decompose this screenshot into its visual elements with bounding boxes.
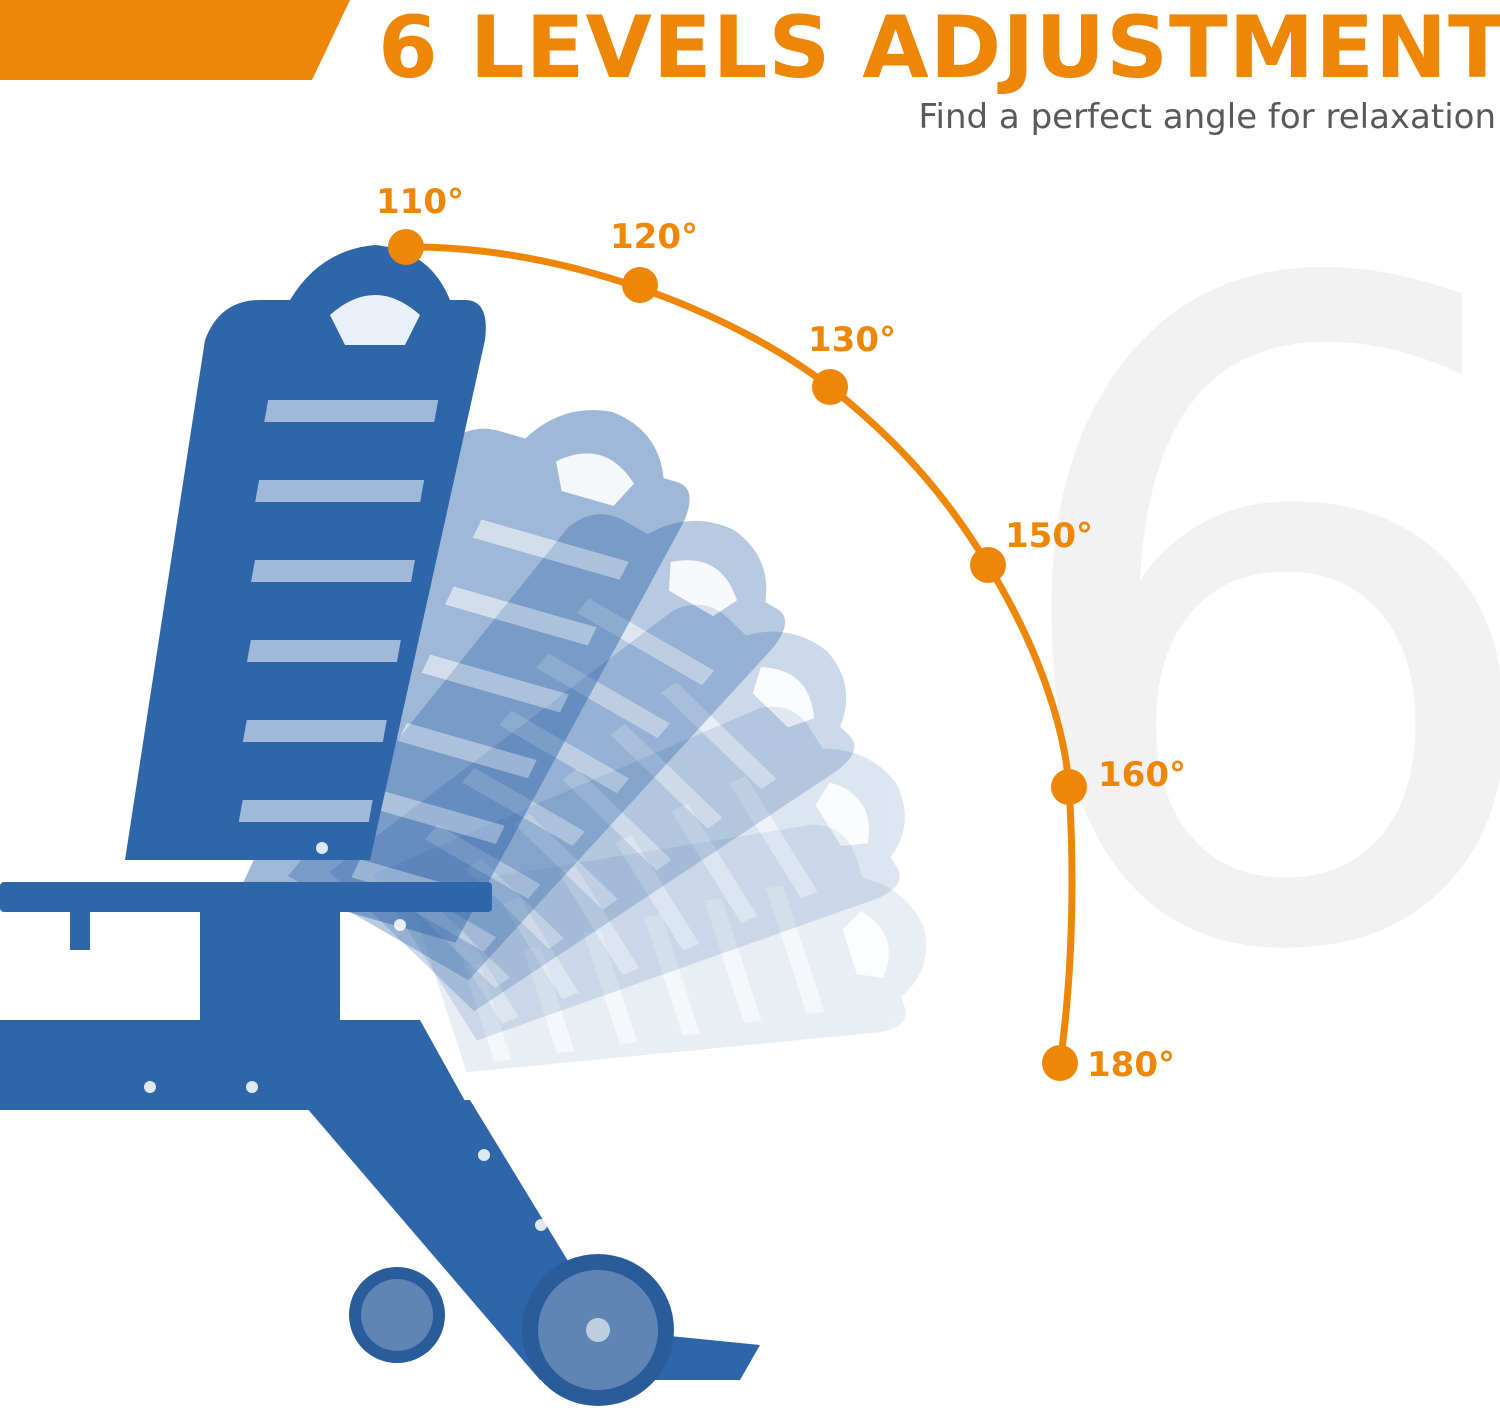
angle-node-150 bbox=[970, 547, 1006, 583]
angle-label-110: 110° bbox=[376, 182, 464, 222]
angle-node-110 bbox=[388, 229, 424, 265]
angle-label-150: 150° bbox=[1005, 516, 1093, 556]
angle-node-130 bbox=[812, 369, 848, 405]
angle-label-130: 130° bbox=[808, 320, 896, 360]
title-accent-bar bbox=[0, 0, 350, 80]
angle-node-120 bbox=[622, 267, 658, 303]
chaise-lounge-icon bbox=[0, 245, 760, 1406]
angle-node-160 bbox=[1051, 769, 1087, 805]
angle-label-120: 120° bbox=[610, 217, 698, 257]
angle-label-180: 180° bbox=[1087, 1045, 1175, 1085]
angle-label-160: 160° bbox=[1098, 755, 1186, 795]
svg-text:6: 6 bbox=[989, 101, 1500, 1148]
angle-arc bbox=[405, 243, 1076, 1064]
angle-node-180 bbox=[1042, 1045, 1078, 1081]
page-title: 6 LEVELS ADJUSTMENT bbox=[378, 0, 1500, 98]
page-subtitle: Find a perfect angle for relaxation bbox=[918, 97, 1496, 137]
